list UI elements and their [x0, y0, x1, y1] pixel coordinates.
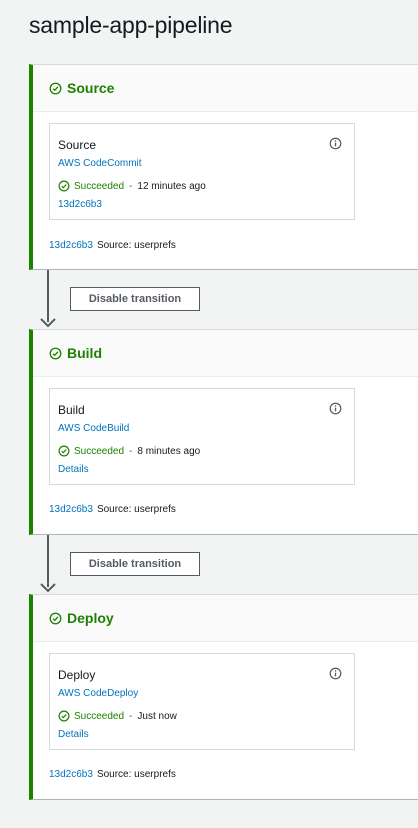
action-status: Succeeded - Just now — [58, 710, 177, 722]
status-time: Just now — [137, 710, 177, 722]
arrow-down-icon — [40, 318, 56, 328]
transition-connector — [47, 535, 49, 587]
check-circle-icon — [49, 347, 62, 359]
stage-header: Build — [33, 330, 418, 377]
stage-name: Source — [67, 80, 115, 96]
info-icon[interactable] — [329, 667, 342, 680]
stage-header: Deploy — [33, 595, 418, 642]
action-details-link[interactable]: 13d2c6b3 — [58, 199, 102, 210]
revision-id-link[interactable]: 13d2c6b3 — [49, 504, 93, 515]
status-text: Succeeded — [74, 445, 125, 457]
action-card: Build AWS CodeBuild Succeeded - 8 minute… — [49, 388, 355, 485]
action-status: Succeeded - 12 minutes ago — [58, 180, 206, 192]
action-provider-link[interactable]: AWS CodeDeploy — [58, 688, 139, 699]
page-title: sample-app-pipeline — [29, 12, 233, 38]
stage-build: Build Build AWS CodeBuild Succeeded - 8 … — [29, 329, 418, 535]
check-circle-icon — [49, 82, 62, 94]
status-text: Succeeded — [74, 710, 125, 722]
check-circle-icon — [58, 445, 70, 457]
status-separator: - — [129, 710, 133, 722]
action-provider-link[interactable]: AWS CodeCommit — [58, 158, 142, 169]
action-name: Deploy — [58, 668, 96, 682]
action-provider-link[interactable]: AWS CodeBuild — [58, 423, 130, 434]
stage-header: Source — [33, 65, 418, 112]
revision-id-link[interactable]: 13d2c6b3 — [49, 769, 93, 780]
action-card: Source AWS CodeCommit Succeeded - 12 min… — [49, 123, 355, 220]
check-circle-icon — [49, 612, 62, 624]
arrow-down-icon — [40, 583, 56, 593]
revision-source: Source: userprefs — [96, 504, 176, 515]
info-icon[interactable] — [329, 137, 342, 150]
stage-name: Deploy — [67, 610, 114, 626]
transition-connector — [47, 270, 49, 322]
stage-source: Source Source AWS CodeCommit Succeeded -… — [29, 64, 418, 270]
check-circle-icon — [58, 180, 70, 192]
action-name: Source — [58, 138, 97, 152]
revision-source: Source: userprefs — [96, 240, 176, 251]
action-name: Build — [58, 403, 85, 417]
revision-id-link[interactable]: 13d2c6b3 — [49, 240, 93, 251]
action-status: Succeeded - 8 minutes ago — [58, 445, 200, 457]
status-time: 12 minutes ago — [137, 180, 206, 192]
revision-source: Source: userprefs — [96, 769, 176, 780]
action-details-link[interactable]: Details — [58, 464, 89, 475]
disable-transition-button[interactable]: Disable transition — [70, 287, 200, 311]
stage-deploy: Deploy Deploy AWS CodeDeploy Succeeded -… — [29, 594, 418, 800]
status-separator: - — [129, 445, 133, 457]
stage-name: Build — [67, 345, 102, 361]
action-card: Deploy AWS CodeDeploy Succeeded - Just n… — [49, 653, 355, 750]
check-circle-icon — [58, 710, 70, 722]
info-icon[interactable] — [329, 402, 342, 415]
action-details-link[interactable]: Details — [58, 729, 89, 740]
status-time: 8 minutes ago — [137, 445, 201, 457]
status-separator: - — [129, 180, 133, 192]
status-text: Succeeded — [74, 180, 125, 192]
disable-transition-button[interactable]: Disable transition — [70, 552, 200, 576]
